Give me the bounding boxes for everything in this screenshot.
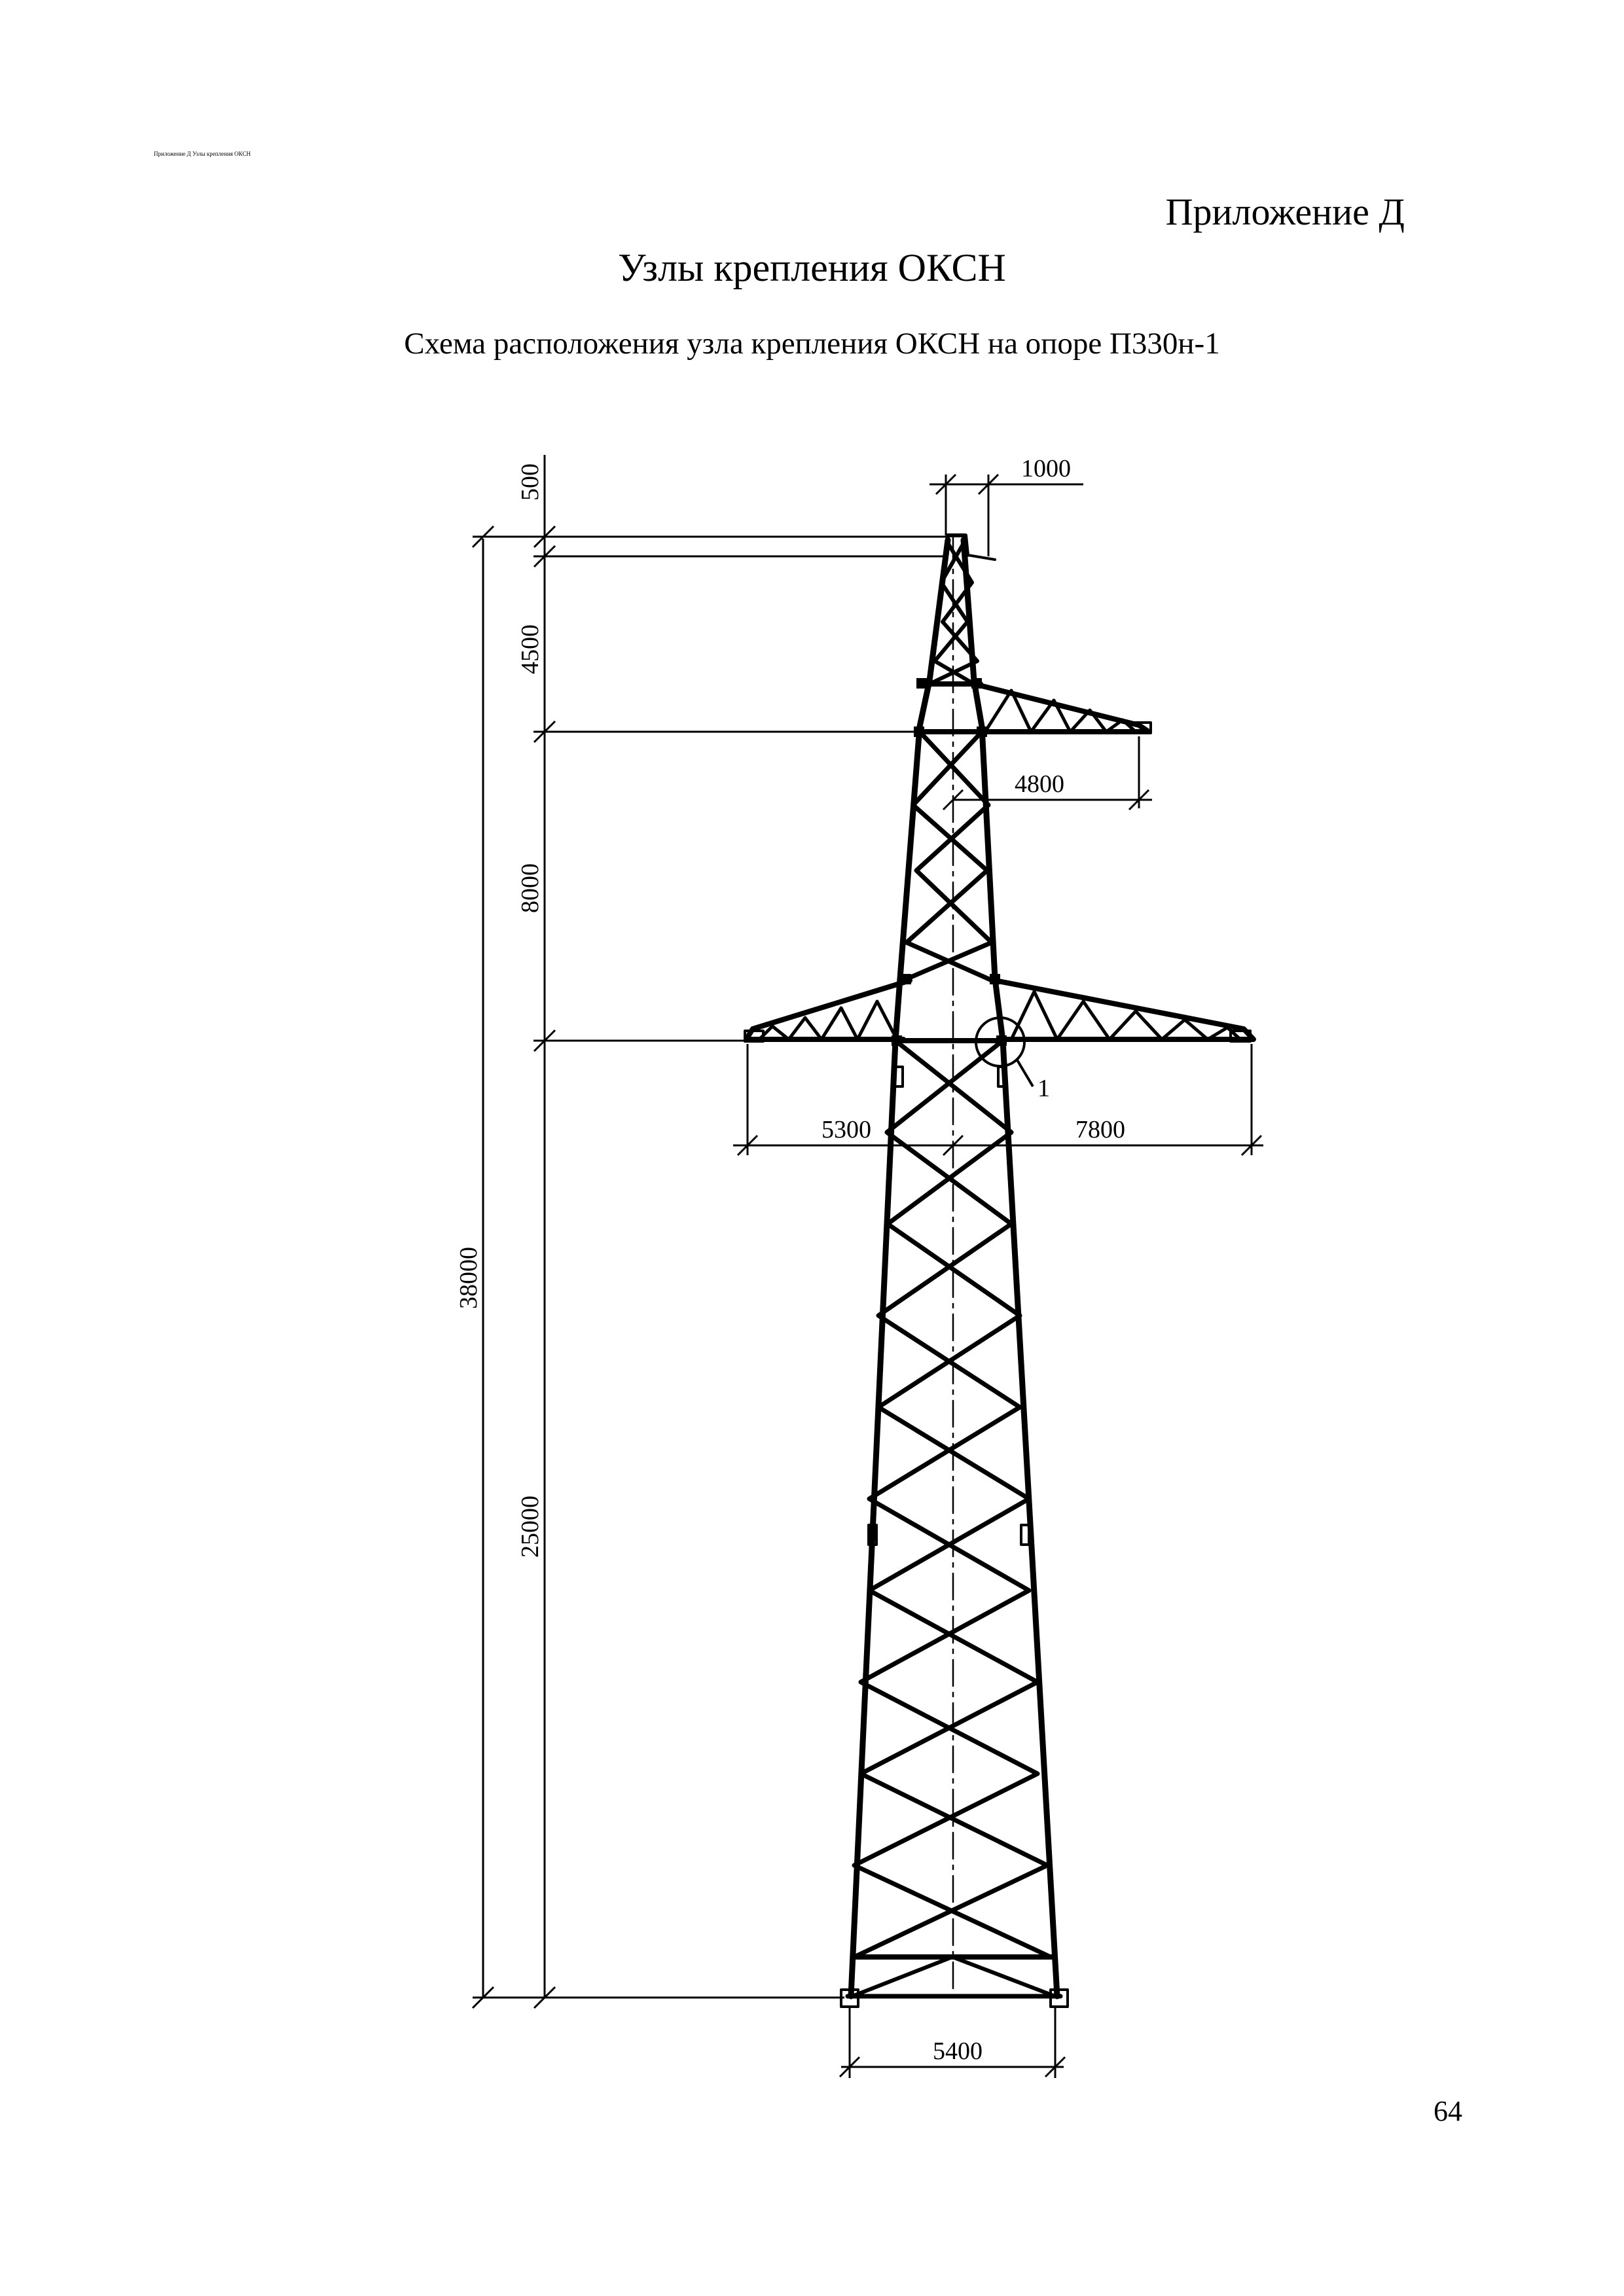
right-crossarm <box>992 978 1256 1042</box>
base-diagonals <box>850 1955 1057 1998</box>
callout-node-1 <box>975 1016 1034 1088</box>
node-markers <box>892 678 1007 1046</box>
dim-right-arm: 7800 <box>1075 1116 1125 1143</box>
dim-base-width: 5400 <box>933 2037 983 2065</box>
splice-plate <box>867 1524 878 1546</box>
right-arm-lattice <box>1009 990 1242 1041</box>
dim-left-arm: 5300 <box>821 1116 871 1143</box>
bracing-lower-2 <box>852 1038 1053 1960</box>
bracing-lower <box>852 1038 1050 1960</box>
node-marker <box>977 726 987 737</box>
dim-upper-section: 4500 <box>516 624 544 674</box>
callout-circle <box>975 1016 1026 1067</box>
insulator-attachment <box>1130 721 1152 734</box>
upper-arm-lattice <box>983 689 1138 734</box>
top-lattice <box>928 541 979 686</box>
section-title: Узлы крепления ОКСН <box>618 246 1006 289</box>
left-leg <box>848 537 951 2000</box>
header-note: Приложение Д Узлы крепления ОКСН <box>154 151 251 157</box>
splice-plate <box>1020 1524 1030 1546</box>
node-marker <box>971 678 982 689</box>
dim-total-height: 38000 <box>455 1247 482 1309</box>
insulator-attachment <box>744 1030 765 1043</box>
node-marker <box>916 678 927 689</box>
insulator-attachment <box>1229 1030 1252 1043</box>
dim-upper-arm: 4800 <box>1015 770 1064 798</box>
dim-top-height: 500 <box>516 463 544 501</box>
left-arm-lattice <box>757 999 899 1041</box>
splice-plate <box>893 1066 904 1088</box>
scheme-subtitle: Схема расположения узла крепления ОКСН н… <box>404 327 1220 361</box>
node-marker <box>901 974 911 984</box>
dimension-lines <box>471 455 1263 2078</box>
dim-top-width: 1000 <box>1021 455 1071 482</box>
footing <box>1049 1988 1069 2008</box>
cap-brace <box>966 554 996 561</box>
top-lattice-2 <box>933 541 976 686</box>
tower-structure <box>744 533 1256 2008</box>
bracing-upper <box>897 729 994 984</box>
node-marker <box>990 974 1000 984</box>
appendix-label: Приложение Д <box>1165 190 1405 233</box>
node-marker <box>996 1035 1007 1046</box>
left-crossarm <box>744 978 912 1042</box>
node-marker <box>892 1035 902 1046</box>
callout-leader <box>1015 1058 1034 1088</box>
dim-middle-section: 8000 <box>516 863 544 913</box>
right-leg <box>960 537 1060 2000</box>
dim-lower-section: 25000 <box>516 1496 544 1558</box>
page-number: 64 <box>1434 2095 1462 2127</box>
bracing-upper-2 <box>904 729 998 984</box>
callout-label: 1 <box>1038 1075 1050 1102</box>
